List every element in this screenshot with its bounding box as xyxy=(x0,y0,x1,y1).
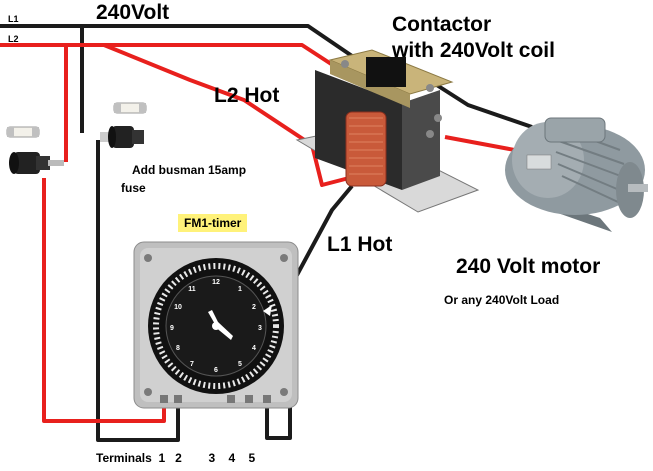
title-240volt: 240Volt xyxy=(96,1,170,24)
contactor-to-motor-l1 xyxy=(430,80,533,129)
svg-text:3: 3 xyxy=(258,325,262,332)
svg-text:1: 1 xyxy=(238,286,242,293)
fuse-holder-icon xyxy=(9,126,144,174)
timer-icon: 12 6 9 3 11 1 2 4 5 7 8 10 xyxy=(133,241,299,409)
right-fuse-holder xyxy=(100,126,144,148)
svg-text:2: 2 xyxy=(252,304,256,311)
contactor-to-motor-l2 xyxy=(444,135,521,153)
l2-hot-wire xyxy=(103,43,350,187)
svg-text:11: 11 xyxy=(188,286,196,293)
svg-text:8: 8 xyxy=(176,345,180,352)
svg-text:7: 7 xyxy=(190,361,194,368)
l1-line-label: L1 xyxy=(8,14,19,24)
contactor-title: Contactor xyxy=(392,13,492,36)
svg-text:6: 6 xyxy=(214,367,218,374)
l1-hot-label: L1 Hot xyxy=(327,233,393,256)
svg-text:12: 12 xyxy=(212,279,220,286)
fuse-note-line-2: fuse xyxy=(121,181,146,195)
load-note: Or any 240Volt Load xyxy=(444,293,560,307)
motor-icon xyxy=(505,117,648,232)
contactor-icon xyxy=(295,49,480,213)
timer-terminal-posts xyxy=(160,395,271,403)
l1-line xyxy=(0,24,357,60)
left-fuse xyxy=(6,126,40,138)
l2-line xyxy=(0,43,347,75)
svg-text:10: 10 xyxy=(174,304,182,311)
svg-text:4: 4 xyxy=(252,345,256,352)
terminals-label: Terminals 1 2 3 4 5 xyxy=(96,451,256,465)
l2-hot-label: L2 Hot xyxy=(214,84,280,107)
left-fuse-holder xyxy=(9,152,64,174)
right-fuse xyxy=(113,102,147,114)
motor-label: 240 Volt motor xyxy=(456,255,601,278)
timer-label: FM1-timer xyxy=(178,214,248,232)
svg-text:9: 9 xyxy=(170,325,174,332)
fuse-to-terminal-2 xyxy=(96,140,180,442)
l2-line-label: L2 xyxy=(8,34,19,44)
fuse-icon xyxy=(6,102,147,138)
contactor-subtitle: with 240Volt coil xyxy=(392,39,555,62)
fuse-note-line-1: Add busman 15amp xyxy=(132,163,247,177)
svg-text:5: 5 xyxy=(238,361,242,368)
